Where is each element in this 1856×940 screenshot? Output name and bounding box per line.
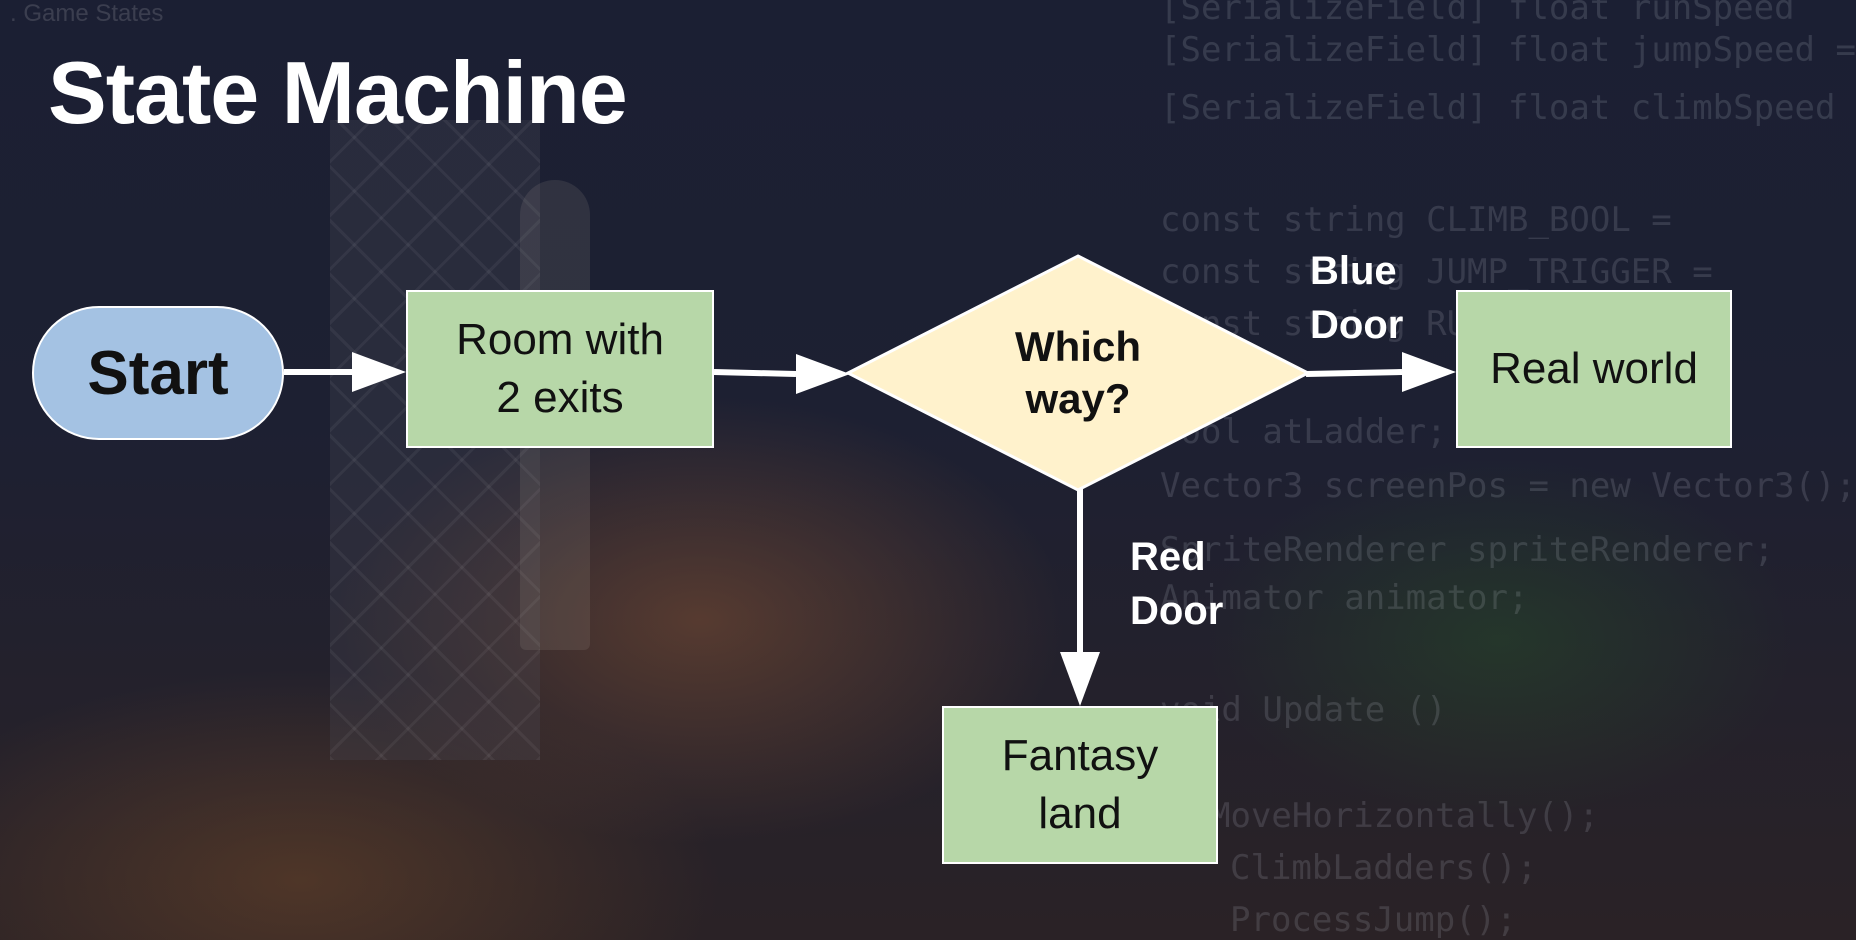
code-line: const string JUMP_TRIGGER = xyxy=(1160,252,1713,292)
code-line: ClimbLadders(); xyxy=(1230,848,1538,888)
code-line: MoveHorizontally(); xyxy=(1210,796,1599,836)
fantasy-land-node: Fantasy land xyxy=(942,706,1218,864)
arrowhead-decision-to-fantasy xyxy=(1060,652,1100,706)
arrowhead-decision-to-real-world xyxy=(1402,352,1456,392)
code-line: [SerializeField] float runSpeed xyxy=(1160,0,1795,28)
code-line: Vector3 screenPos = new Vector3(); xyxy=(1160,466,1856,506)
arrowhead-start-to-room xyxy=(352,352,406,392)
code-line: Animator animator; xyxy=(1160,578,1529,618)
real-world-node: Real world xyxy=(1456,290,1732,448)
decision-label: Which way? xyxy=(1015,323,1141,422)
arrowhead-room-to-decision xyxy=(796,354,850,394)
slide-title: State Machine xyxy=(48,43,628,142)
code-line: SpriteRenderer spriteRenderer; xyxy=(1160,530,1775,570)
decision-diamond xyxy=(844,254,1312,492)
room-node: Room with 2 exits xyxy=(406,290,714,448)
red-door-label: Red Door xyxy=(1130,535,1224,633)
code-line: const string CLIMB_BOOL = xyxy=(1160,200,1672,240)
code-line: ProcessJump(); xyxy=(1230,900,1517,940)
arrow-room-to-decision xyxy=(713,369,797,377)
code-line: [SerializeField] float jumpSpeed = xyxy=(1160,30,1856,70)
breadcrumb: . Game States xyxy=(10,0,164,27)
background-code: [SerializeField] float runSpeed [Seriali… xyxy=(1160,0,1856,940)
code-line: [SerializeField] float climbSpeed xyxy=(1160,88,1836,128)
start-node: Start xyxy=(32,306,284,440)
blue-door-label: Blue Door xyxy=(1310,249,1404,347)
arrow-decision-to-real-world xyxy=(1305,369,1403,377)
